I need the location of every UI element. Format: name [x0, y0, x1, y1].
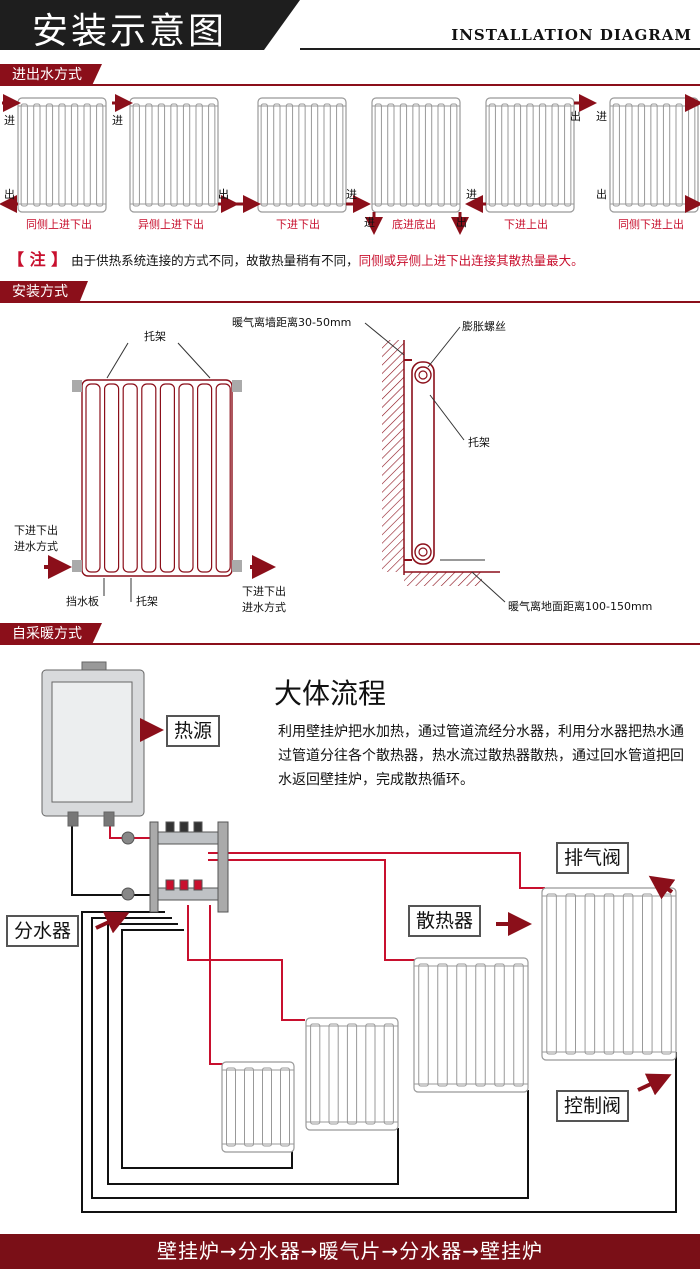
connection-out-label: 出 — [596, 188, 607, 201]
label-vent-valve: 排气阀 — [556, 842, 630, 874]
radiator-tube — [178, 383, 194, 573]
connection-caption: 底进底出 — [392, 218, 436, 231]
label-side-bracket: 托架 — [468, 436, 490, 449]
radiator-plug — [72, 560, 82, 572]
label-heat-source: 热源 — [166, 715, 221, 747]
radiator-plug — [232, 380, 242, 392]
install-front-tubes — [72, 380, 242, 573]
red-supply-pipes — [109, 815, 545, 1065]
flow-description: 利用壁挂炉把水加热，通过管道流经分水器，利用分水器把热水通过管道分往各个散热器，… — [278, 724, 684, 788]
connection-in-label: 进 — [466, 188, 477, 201]
connection-radiator — [257, 97, 347, 213]
radiator-large — [541, 887, 677, 1061]
label-bolt: 膨胀螺丝 — [462, 320, 506, 333]
flow-title: 大体流程 — [274, 677, 387, 710]
radiator-smallest — [221, 1061, 295, 1153]
radiator-tube — [197, 383, 213, 573]
radiator-tube — [103, 383, 120, 573]
label-wall-distance: 暖气离墙距离30-50mm — [232, 316, 352, 329]
section-tag-inout: 进出水方式 — [0, 64, 102, 86]
connection-radiator — [17, 97, 107, 213]
connection-in-label: 出 — [218, 188, 229, 201]
connection-caption: 同侧下进上出 — [618, 218, 684, 231]
connection-radiator — [609, 97, 699, 213]
section-tag-install: 安装方式 — [0, 281, 88, 303]
connection-diagrams — [0, 94, 700, 235]
header-divider — [300, 48, 700, 50]
radiator-medium — [413, 957, 529, 1093]
connection-out-label: 出 — [218, 188, 229, 201]
page-title: 安装示意图 — [32, 11, 228, 52]
connection-radiator — [129, 97, 219, 213]
connection-in-label: 进 — [364, 216, 375, 229]
note-tag: 【 注 】 — [8, 250, 68, 269]
section-divider — [0, 643, 700, 645]
label-left-in-2: 进水方式 — [14, 540, 58, 553]
connection-in-label: 进 — [112, 114, 123, 127]
bracket-leaders — [106, 342, 211, 379]
connection-out-label: 出 — [456, 216, 467, 229]
callout-arrows — [95, 718, 676, 1096]
radiator-plug — [232, 560, 242, 572]
label-right-out-1: 下进下出 — [242, 585, 286, 598]
label-bracket-bottom: 托架 — [136, 595, 158, 608]
connection-in-label: 进 — [4, 114, 15, 127]
connection-caption: 下进上出 — [504, 218, 548, 231]
label-radiator: 散热器 — [408, 905, 482, 937]
radiator-tube — [85, 383, 101, 573]
radiator-tube — [159, 383, 175, 573]
connection-out-label: 出 — [570, 110, 581, 123]
label-bracket-top: 托架 — [144, 330, 166, 343]
section-divider — [0, 301, 700, 303]
section-tag-heating: 自采暖方式 — [0, 623, 102, 645]
wall-boiler — [41, 661, 145, 827]
label-baffle: 挡水板 — [66, 595, 99, 608]
radiator-tube — [141, 383, 157, 573]
install-front-radiator — [81, 379, 233, 577]
label-left-in-1: 下进下出 — [14, 524, 58, 537]
connection-out-label: 进 — [346, 188, 357, 201]
page-subtitle: INSTALLATION DIAGRAM — [451, 26, 692, 44]
section-divider — [0, 84, 700, 86]
label-right-out-2: 进水方式 — [242, 601, 286, 614]
install-side-view — [364, 322, 506, 603]
connection-note: 【 注 】 由于供热系统连接的方式不同，故散热量稍有不同，同侧或异侧上进下出连接… — [8, 246, 584, 270]
install-arrows — [44, 555, 276, 602]
label-floor-distance: 暖气离地面距离100-150mm — [508, 600, 653, 613]
connection-caption: 同侧上进下出 — [26, 218, 92, 231]
manifold-unit — [121, 821, 229, 913]
label-control-valve: 控制阀 — [556, 1090, 630, 1122]
heating-radiators — [221, 887, 677, 1153]
connection-out-label: 出 — [4, 188, 15, 201]
footer-flow: 壁挂炉→分水器→暖气片→分水器→壁挂炉 — [0, 1234, 700, 1269]
connection-caption: 下进下出 — [276, 218, 320, 231]
note-text: 由于供热系统连接的方式不同，故散热量稍有不同， — [71, 253, 359, 268]
radiator-plug — [72, 380, 82, 392]
connection-caption: 异侧上进下出 — [138, 218, 204, 231]
header-title-band — [0, 0, 300, 50]
note-highlight: 同侧或异侧上进下出连接其散热量最大。 — [358, 253, 584, 268]
radiator-tube — [215, 383, 231, 573]
connection-radiator — [371, 97, 461, 213]
label-manifold: 分水器 — [6, 915, 80, 947]
connection-radiator — [485, 97, 575, 213]
radiator-small — [305, 1017, 399, 1131]
radiator-tube — [122, 383, 138, 573]
connection-in-label: 进 — [596, 110, 607, 123]
